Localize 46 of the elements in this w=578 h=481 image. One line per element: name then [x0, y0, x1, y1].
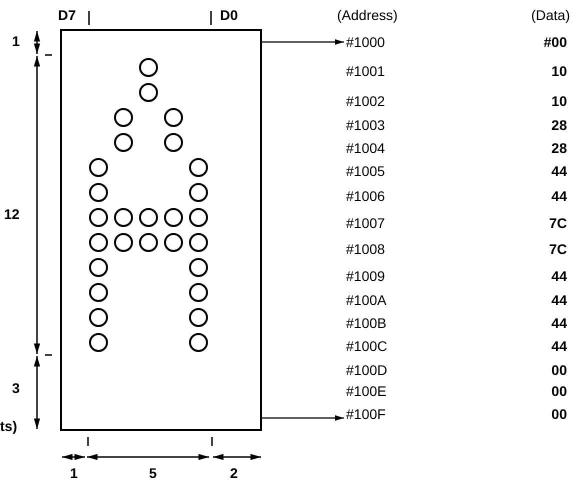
dimension-label: 5 [149, 465, 157, 481]
address-text: #1000 [346, 34, 385, 50]
dimension-label: 12 [4, 206, 20, 222]
dimension-label: ts) [0, 418, 18, 434]
address-text: #100A [346, 292, 386, 308]
bit-label: D7 [58, 7, 76, 23]
address-text: #1004 [346, 140, 385, 156]
column-header: (Data) [531, 7, 570, 23]
data-value: 10 [551, 63, 567, 79]
arrow [262, 415, 344, 421]
address-text: #100F [346, 406, 386, 422]
dimension-label: 3 [12, 380, 20, 396]
data-value: #00 [544, 34, 567, 50]
address-text: #100B [346, 315, 386, 331]
address-text: #1008 [346, 241, 385, 257]
data-value: 7C [549, 241, 567, 257]
data-value: 00 [551, 362, 567, 378]
data-value: 10 [551, 93, 567, 109]
data-value: 28 [551, 117, 567, 133]
address-text: #100D [346, 362, 388, 378]
bit-label: D0 [220, 7, 238, 23]
address-text: #1005 [346, 163, 385, 179]
address-text: #1007 [346, 215, 385, 231]
address-text: #1002 [346, 93, 385, 109]
data-value: 44 [551, 338, 567, 354]
address-text: #1003 [346, 117, 385, 133]
address-text: #1001 [346, 63, 385, 79]
arrow [262, 39, 344, 45]
column-header: (Address) [337, 7, 398, 23]
character-grid-drawing [60, 29, 262, 431]
data-value: 7C [549, 215, 567, 231]
data-value: 44 [551, 292, 567, 308]
address-text: #100C [346, 338, 388, 354]
address-text: #100E [346, 383, 386, 399]
dimension-label: 1 [12, 33, 20, 49]
dimension-label: 2 [230, 465, 238, 481]
data-value: 28 [551, 140, 567, 156]
data-value: 00 [551, 383, 567, 399]
data-value: 44 [551, 315, 567, 331]
dimension-label: 1 [70, 465, 78, 481]
address-text: #1006 [346, 188, 385, 204]
data-value: 44 [551, 163, 567, 179]
address-text: #1009 [346, 268, 385, 284]
data-value: 44 [551, 268, 567, 284]
data-value: 00 [551, 406, 567, 422]
data-value: 44 [551, 188, 567, 204]
